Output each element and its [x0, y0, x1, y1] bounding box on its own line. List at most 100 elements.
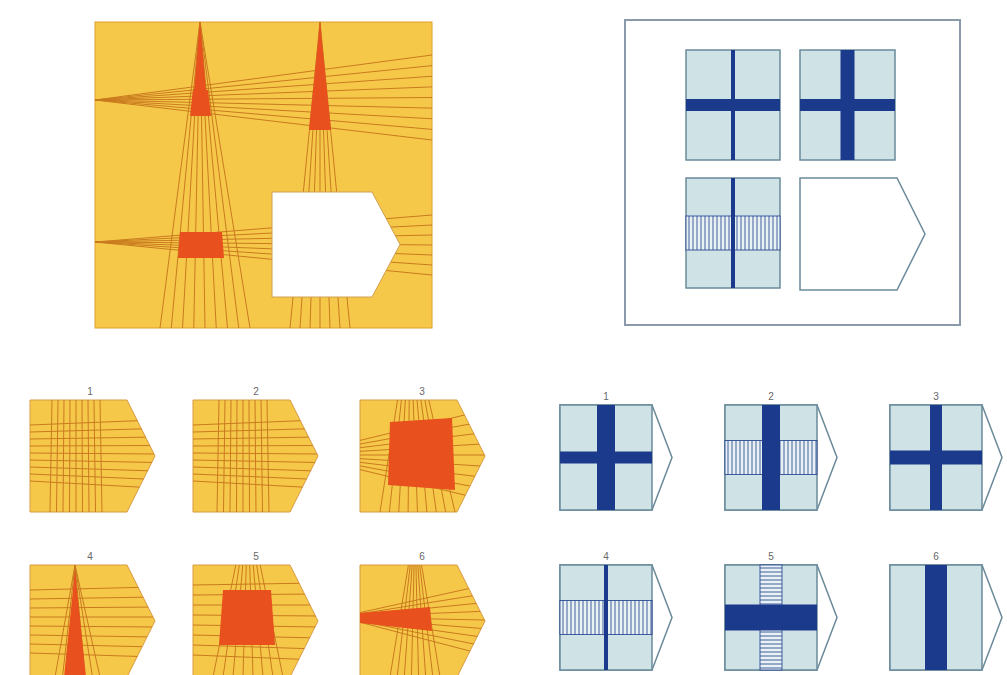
hatch-line	[760, 596, 782, 597]
blue-cell	[725, 405, 817, 510]
option-number: 5	[768, 551, 774, 563]
option-number: 4	[603, 551, 609, 563]
hatch-line	[732, 441, 733, 475]
hatch-line	[693, 216, 694, 250]
beam-line	[94, 400, 96, 512]
hatch-line	[760, 632, 782, 633]
option-tile	[890, 565, 1002, 670]
beam-line	[411, 525, 415, 675]
hatch-line	[760, 576, 782, 577]
option-tile	[890, 405, 1002, 510]
beam-line	[193, 445, 318, 447]
beam-line	[193, 429, 318, 433]
option-tile	[725, 565, 837, 670]
hatch-line	[760, 604, 782, 605]
beam-line	[100, 400, 102, 512]
cross-bar	[930, 405, 942, 510]
tile-content	[30, 565, 155, 675]
beam-line	[30, 597, 155, 599]
cell-square	[890, 565, 982, 670]
hatch-line	[777, 216, 778, 250]
tile-content	[193, 505, 318, 675]
beam-line	[193, 583, 318, 585]
hatch-line	[567, 601, 568, 635]
red-beam	[194, 22, 206, 90]
beam-line	[69, 400, 71, 512]
beam-line	[95, 100, 432, 119]
beam-line	[390, 525, 415, 675]
tile-content	[30, 400, 155, 512]
hatch-line	[760, 600, 782, 601]
tile-content	[300, 320, 485, 512]
hatch-line	[705, 216, 706, 250]
hatch-line	[599, 601, 600, 635]
beam-line	[193, 460, 318, 463]
hatch-line	[591, 601, 592, 635]
beam-line	[261, 400, 263, 512]
option-tile	[560, 565, 672, 670]
beam-line	[193, 437, 318, 439]
hatch-line	[788, 441, 789, 475]
beam-line	[200, 22, 228, 328]
cross-bar	[841, 50, 855, 160]
beam-line	[193, 645, 318, 649]
beam-line	[82, 400, 84, 512]
hatch-line	[631, 601, 632, 635]
cell-square	[686, 50, 780, 160]
hatch-line	[760, 640, 782, 641]
hatch-line	[563, 601, 564, 635]
hatch-line	[575, 601, 576, 635]
beam-line	[224, 400, 226, 512]
beam-line	[230, 400, 231, 512]
beam-line	[200, 22, 239, 328]
hatch-line	[615, 601, 616, 635]
hatch-line	[709, 216, 710, 250]
beam-line	[193, 474, 318, 480]
hatch-line	[713, 216, 714, 250]
option-number: 3	[933, 391, 939, 403]
hatch-line	[760, 644, 782, 645]
option-number: 4	[87, 551, 93, 563]
hatch-line	[760, 584, 782, 585]
beam-line	[95, 55, 432, 100]
hatch-line	[804, 441, 805, 475]
cross-bar	[731, 178, 735, 288]
option-number: 5	[253, 551, 259, 563]
hatch-line	[752, 441, 753, 475]
hatch-line	[717, 216, 718, 250]
beam-line	[193, 467, 318, 471]
hatch-line	[800, 441, 801, 475]
beam-line	[255, 400, 256, 512]
red-overlap	[178, 232, 224, 258]
beam-line	[30, 429, 155, 433]
blue-cell	[686, 178, 780, 288]
hatch-line	[773, 216, 774, 250]
hatch-line	[760, 636, 782, 637]
beam-line	[30, 653, 155, 657]
hatch-line	[603, 601, 604, 635]
beam-line	[57, 400, 59, 512]
hatch-line	[627, 601, 628, 635]
cell-square	[800, 50, 895, 160]
cell-square	[725, 565, 817, 670]
option-number: 1	[603, 391, 609, 403]
cross-bar	[925, 565, 947, 670]
beam-line	[95, 100, 432, 129]
beam-line	[217, 400, 219, 512]
yellow-panel	[95, 22, 432, 328]
hatch-line	[740, 441, 741, 475]
option-number: 1	[87, 386, 93, 398]
beam-line	[30, 617, 155, 618]
hatch-line	[792, 441, 793, 475]
beam-line	[76, 400, 77, 512]
hatch-line	[744, 441, 745, 475]
tile-content	[95, 22, 432, 328]
hatch-line	[579, 601, 580, 635]
blue-cell	[800, 50, 895, 160]
hatch-line	[729, 216, 730, 250]
blue-cell	[890, 405, 982, 510]
option-number: 6	[419, 551, 425, 563]
beam-line	[30, 587, 155, 590]
beam-line	[267, 400, 269, 512]
option-tile	[725, 405, 837, 510]
